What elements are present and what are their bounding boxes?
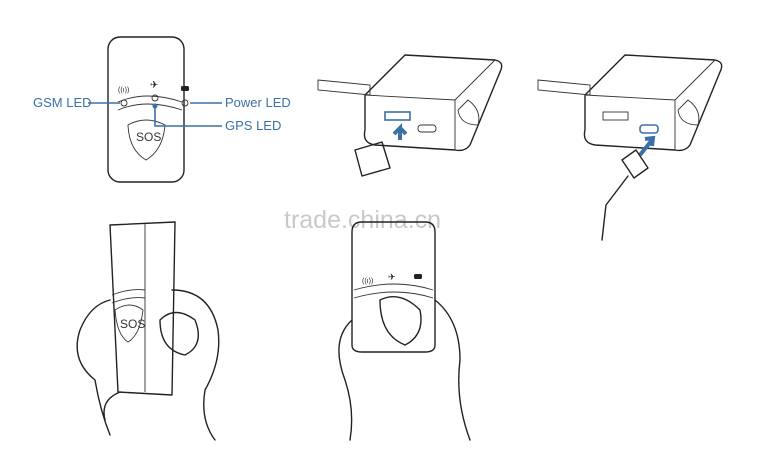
usb-port [417,124,437,133]
usb-cable [601,149,649,241]
device-front-outline [107,36,185,183]
gps-led-label: GPS LED [225,118,281,133]
device-edges [364,59,496,150]
led-band [353,283,434,299]
device-side-outline [109,221,176,396]
led-band [111,289,146,304]
insert-arrow-icon [392,123,408,140]
sos-button-outline [114,304,144,343]
sim-slot [602,111,629,121]
sos-button-label: SOS [120,317,145,331]
panel-usb-charging [537,54,723,241]
battery-icon [181,86,189,91]
plug-arrow-icon [638,135,656,157]
sim-tray [317,79,371,96]
device-body-outline [363,54,503,152]
panel-sim-card-insertion [317,54,503,177]
panel-hand-press-sos-front: ((ı)) ✈ [338,221,471,441]
panel-hand-press-sos-side: SOS [76,221,220,441]
sim-slot-highlight [384,111,411,121]
hand-outline [76,289,220,441]
usb-port-highlight [639,124,659,134]
gps-led-dot [151,94,159,102]
gsm-led-label: GSM LED [33,95,92,110]
sos-button-side [677,99,700,126]
sos-button-outline [127,119,166,161]
device-body-outline [583,54,723,152]
sos-button-label: SOS [136,130,161,144]
panel-led-indicators: ((ı)) ✈ SOS GSM LED Power LED GPS LED [33,36,291,183]
satellite-icon: ✈ [388,272,396,282]
device-front-outline [351,221,436,353]
battery-icon [414,274,422,279]
power-led-dot [181,99,189,107]
device-edges [584,59,716,150]
watermark: trade.china.cn [284,206,441,234]
hand-outline [338,296,471,441]
sim-card [354,141,391,177]
sos-button-side [457,99,480,126]
gps-led-marker [152,103,158,109]
power-led-label: Power LED [225,95,291,110]
signal-icon: ((ı)) [118,87,129,94]
signal-icon: ((ı)) [362,278,373,285]
gsm-led-dot [120,99,128,107]
sim-tray [537,79,591,96]
satellite-icon: ✈ [150,80,158,91]
led-band [117,95,183,111]
gps-led-pointer [154,106,222,127]
